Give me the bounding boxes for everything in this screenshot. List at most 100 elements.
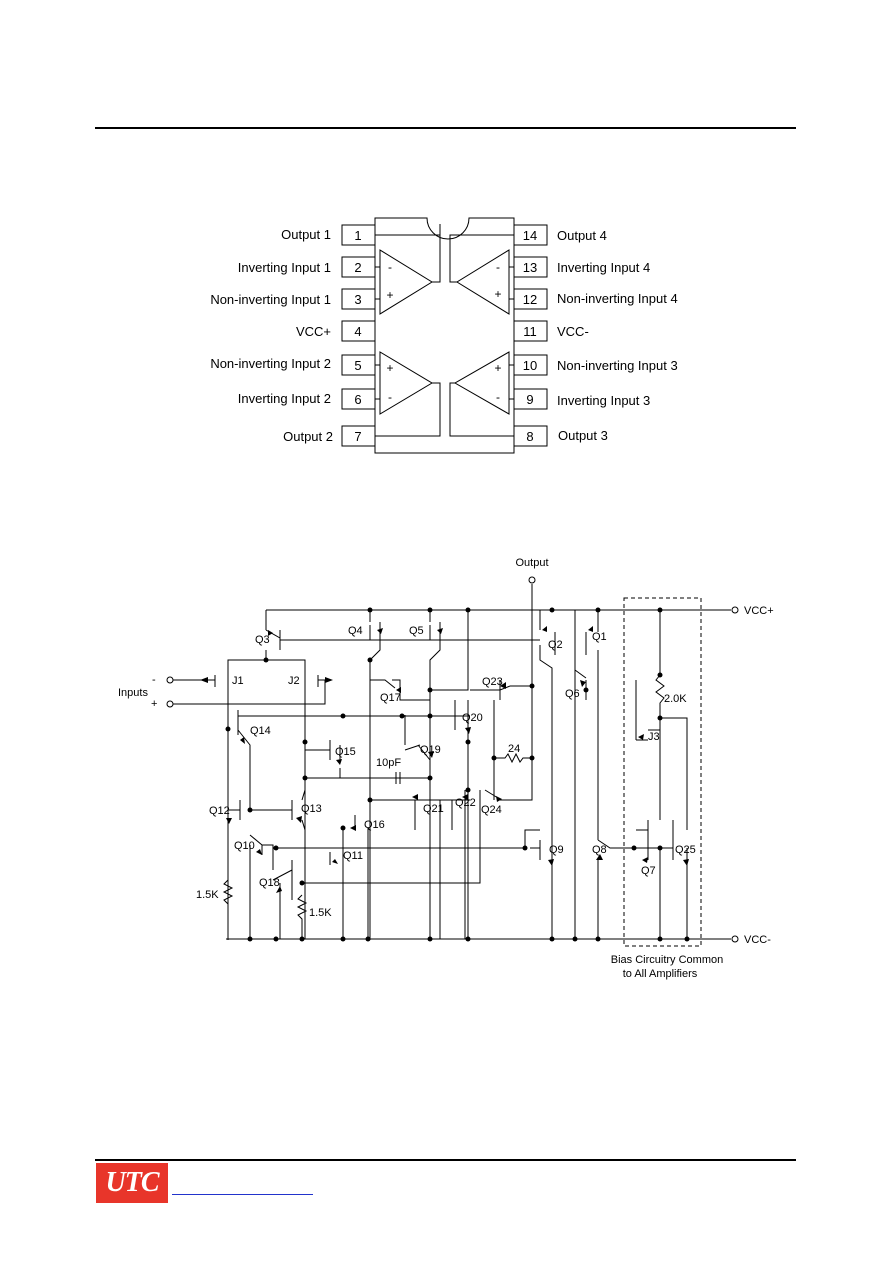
- resistor-1k5-b: [296, 894, 308, 939]
- pin-label-2: Inverting Input 1: [238, 260, 331, 275]
- footer-rule: [95, 1159, 796, 1161]
- pin-label-10: Non-inverting Input 3: [557, 358, 678, 373]
- input-plus-label: +: [151, 698, 157, 710]
- opamp-1-plus: +: [386, 288, 393, 302]
- pin-number-13: 13: [523, 260, 537, 275]
- opamp-4: [456, 249, 510, 315]
- output-label: Output: [515, 557, 548, 569]
- label-q22: Q22: [455, 797, 476, 809]
- pin-label-14: Output 4: [557, 228, 607, 243]
- label-q8: Q8: [592, 844, 607, 856]
- label-r-1k5-b: 1.5K: [309, 907, 332, 919]
- utc-logo: UTC: [96, 1163, 168, 1203]
- pin-label-13: Inverting Input 4: [557, 260, 650, 275]
- resistor-2k: [655, 610, 665, 820]
- label-q6: Q6: [565, 688, 580, 700]
- pin-number-3: 3: [354, 292, 361, 307]
- inputs-label: Inputs: [118, 687, 148, 699]
- label-j3: J3: [648, 731, 660, 743]
- label-q3: Q3: [255, 634, 270, 646]
- pin-number-6: 6: [354, 392, 361, 407]
- label-q5: Q5: [409, 625, 424, 637]
- pin-label-6: Inverting Input 2: [238, 391, 331, 406]
- label-r-2k: 2.0K: [664, 693, 687, 705]
- pin-number-1: 1: [354, 228, 361, 243]
- label-q21: Q21: [423, 803, 444, 815]
- emitter-arrows: [200, 626, 689, 893]
- bias-note-line-2: to All Amplifiers: [623, 968, 698, 980]
- vcc-plus-terminal: [731, 606, 739, 614]
- pin-number-4: 4: [354, 324, 361, 339]
- opamp-3-plus: +: [494, 361, 501, 375]
- label-q19: Q19: [420, 744, 441, 756]
- output-terminal: [528, 576, 536, 584]
- capacitor-10pf: [370, 772, 430, 784]
- pin-configuration-diagram: 1 2 3 4 5 6 7 14 13 12 11 10 9 8 Output …: [210, 217, 678, 454]
- pin-label-7: Output 2: [283, 429, 333, 444]
- opamp-2-output-trace: [375, 382, 441, 437]
- label-q24: Q24: [481, 804, 502, 816]
- pin-number-8: 8: [526, 429, 533, 444]
- pin-label-8: Output 3: [558, 428, 608, 443]
- vcc-minus-label: VCC-: [744, 934, 771, 946]
- label-r-1k5-a: 1.5K: [196, 889, 219, 901]
- pin-label-9: Inverting Input 3: [557, 393, 650, 408]
- label-q11: Q11: [343, 850, 363, 862]
- label-q7: Q7: [641, 865, 656, 877]
- label-q1: Q1: [592, 631, 607, 643]
- label-r-24: 24: [508, 743, 520, 755]
- vcc-plus-label: VCC+: [744, 605, 774, 617]
- label-q16: Q16: [364, 819, 385, 831]
- opamp-1: [379, 249, 433, 315]
- header-rule: [95, 127, 796, 129]
- pin-number-11: 11: [523, 324, 537, 339]
- pin-label-4: VCC+: [296, 324, 331, 339]
- label-q4: Q4: [348, 625, 363, 637]
- pin-label-5: Non-inverting Input 2: [210, 356, 331, 371]
- opamp-3-output-trace: [449, 382, 514, 437]
- resistor-24: [494, 752, 532, 764]
- pin-label-1: Output 1: [281, 227, 331, 242]
- label-q17: Q17: [380, 692, 401, 704]
- pin-number-10: 10: [523, 358, 537, 373]
- opamp-3: [453, 351, 510, 415]
- label-q23: Q23: [482, 676, 503, 688]
- pin-label-12: Non-inverting Input 4: [557, 291, 678, 306]
- label-c-10pf: 10pF: [376, 757, 401, 769]
- utc-logo-text: UTC: [105, 1167, 160, 1198]
- label-q18: Q18: [259, 877, 280, 889]
- opamp-2-minus: -: [388, 390, 392, 404]
- pin-label-3: Non-inverting Input 1: [210, 292, 331, 307]
- junction-dots: [225, 607, 690, 942]
- label-q10: Q10: [234, 840, 255, 852]
- input-plus-terminal: [166, 700, 174, 708]
- label-j2: J2: [288, 675, 300, 687]
- footer-website-link[interactable]: [172, 1194, 313, 1195]
- label-q12: Q12: [209, 805, 230, 817]
- opamp-2: [379, 351, 433, 415]
- opamp-4-minus: -: [496, 260, 500, 274]
- input-minus-label: -: [152, 674, 156, 686]
- resistor-1k5-a: [222, 879, 234, 939]
- opamp-4-plus: +: [494, 287, 501, 301]
- equivalent-schematic: Output Inputs - + VCC+ VCC- Bias Circuit…: [118, 557, 774, 980]
- pin-number-12: 12: [523, 292, 537, 307]
- ic-package-outline: [374, 217, 515, 454]
- label-q20: Q20: [462, 712, 483, 724]
- pin-number-14: 14: [523, 228, 537, 243]
- label-q15: Q15: [335, 746, 356, 758]
- label-q13: Q13: [301, 803, 322, 815]
- label-q14: Q14: [250, 725, 271, 737]
- opamp-1-minus: -: [388, 260, 392, 274]
- pin-number-2: 2: [354, 260, 361, 275]
- pin-number-7: 7: [354, 429, 361, 444]
- vcc-minus-terminal: [731, 935, 739, 943]
- pin-label-11: VCC-: [557, 324, 589, 339]
- pin-number-5: 5: [354, 358, 361, 373]
- bias-circuitry-box: [623, 597, 702, 947]
- input-minus-terminal: [166, 676, 174, 684]
- label-j1: J1: [232, 675, 244, 687]
- opamp-4-output-trace: [449, 234, 514, 283]
- opamp-3-minus: -: [496, 390, 500, 404]
- label-q25: Q25: [675, 844, 696, 856]
